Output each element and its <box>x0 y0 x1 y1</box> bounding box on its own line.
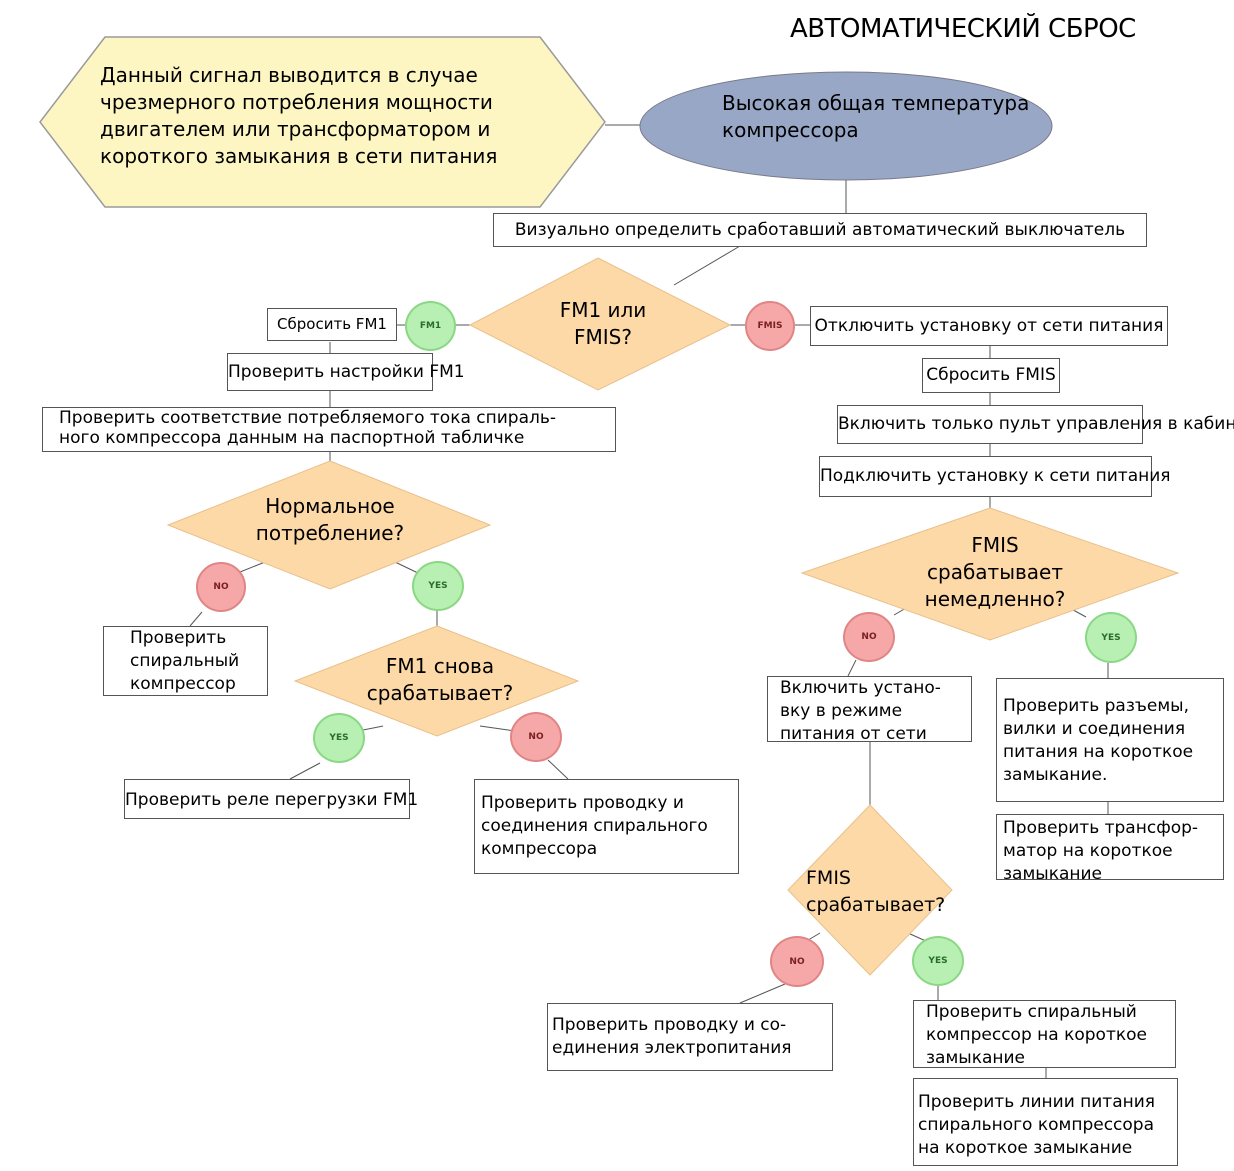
step-visual-check: Визуально определить сработавший автомат… <box>493 213 1147 247</box>
step-connect: Подключить установку к сети питания <box>819 456 1171 497</box>
decision-normal-consumption <box>166 460 492 590</box>
step-disconnect: Отключить установку от сети питания <box>810 306 1168 346</box>
decision-fmis-immediate-label: FMIS срабатывает немедленно? <box>924 533 1066 611</box>
decision-fm1-or-fmis <box>468 257 732 391</box>
decision-fm1-again-label: FM1 снова срабатывает? <box>366 654 514 705</box>
badge-fm1: FM1 <box>405 301 456 351</box>
start-terminator <box>639 71 1053 181</box>
note-text: Данный сигнал выводится в случае чрезмер… <box>100 63 498 168</box>
step-check-wiring-scroll: Проверить проводку и соединения спиральн… <box>474 779 739 874</box>
badge-no: NO <box>196 562 246 612</box>
decision-fm1-again <box>293 625 580 737</box>
decision-fmis-trips-label: FMIS срабатывает? <box>806 867 946 916</box>
step-check-supply-lines: Проверить линии питания спирального комп… <box>913 1078 1178 1166</box>
decision-fmis-immediate <box>800 507 1180 641</box>
step-check-current: Проверить соответствие потребляемого ток… <box>42 407 616 452</box>
step-check-relay: Проверить реле перегрузки FM1 <box>124 779 418 819</box>
page-title: АВТОМАТИЧЕСКИЙ СБРОС <box>790 14 1136 44</box>
step-check-scroll: Проверить спиральный компрессор <box>103 626 268 696</box>
start-text: Высокая общая температура компрессора <box>722 91 1030 142</box>
step-cab-panel: Включить только пульт управления в кабин… <box>837 405 1234 444</box>
step-check-power-wiring: Проверить проводку и со- единения электр… <box>547 1003 833 1071</box>
badge-yes: YES <box>412 561 464 611</box>
step-check-scroll-short: Проверить спиральный компрессор на корот… <box>913 1000 1176 1068</box>
step-check-fm1-settings: Проверить настройки FM1 <box>227 353 465 391</box>
decision-fmis-trips <box>787 804 953 976</box>
step-check-connectors: Проверить разъемы, вилки и соединения пи… <box>996 678 1224 802</box>
step-network-mode: Включить устано- вку в режиме питания от… <box>767 676 972 744</box>
note-hexagon <box>39 36 606 208</box>
step-reset-fmis: Сбросить FMIS <box>922 358 1060 393</box>
decision-normal-consumption-label: Нормальное потребление? <box>255 494 405 545</box>
badge-no: NO <box>510 712 562 762</box>
badge-fmis: FMIS <box>745 301 795 351</box>
badge-yes: YES <box>912 936 964 986</box>
step-reset-fm1: Сбросить FM1 <box>267 308 397 341</box>
step-check-transformer: Проверить трансфор- матор на короткое за… <box>996 814 1224 884</box>
badge-yes: YES <box>1085 612 1137 663</box>
badge-yes: YES <box>313 713 365 763</box>
badge-no: NO <box>770 936 824 987</box>
decision-fm1-or-fmis-label: FM1 или FMIS? <box>559 298 647 349</box>
badge-no: NO <box>843 612 895 662</box>
